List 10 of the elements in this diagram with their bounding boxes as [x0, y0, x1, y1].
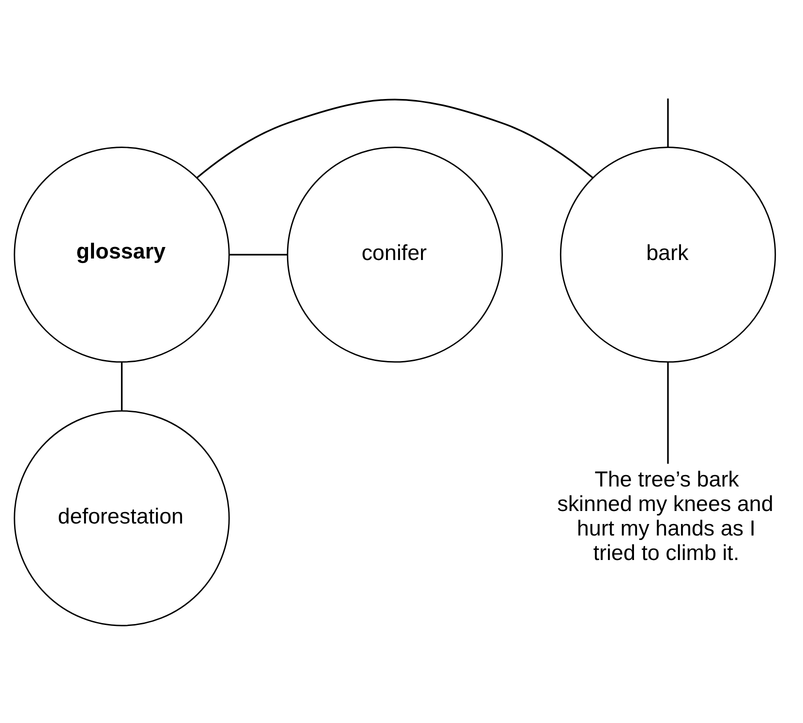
- node-circle: conifer: [286, 146, 502, 363]
- node-circle: deforestation: [13, 410, 230, 626]
- connector: [120, 362, 122, 411]
- connector: [666, 362, 668, 464]
- connector: [196, 98, 593, 178]
- node-circle: glossary: [13, 146, 230, 363]
- node-circle: bark: [559, 146, 776, 363]
- connector: [666, 98, 668, 148]
- node-text: The tree’s bark skinned my knees and hurt my hands as I tried to climb it.: [556, 466, 773, 566]
- connector: [229, 254, 286, 256]
